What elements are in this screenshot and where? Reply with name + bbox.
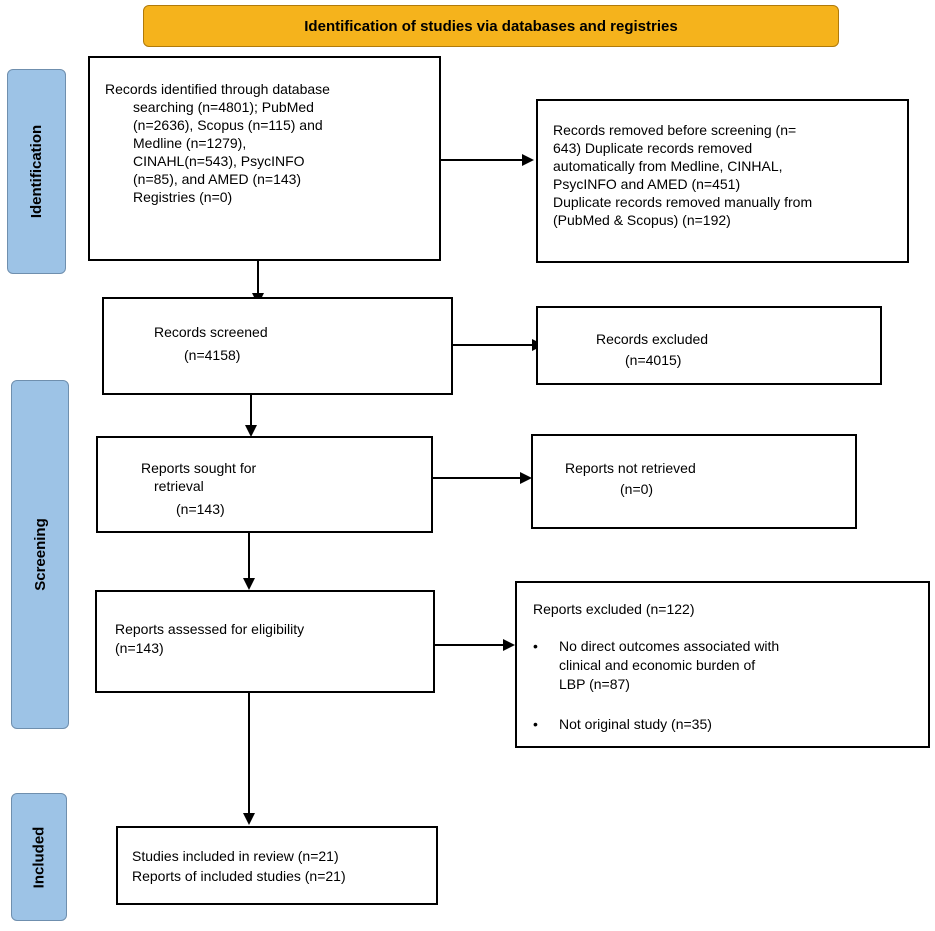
bullet-line: Not original study (n=35) bbox=[559, 716, 712, 732]
records-excluded-count: (n=4015) bbox=[625, 352, 682, 368]
reports-assessed-label: Reports assessed for eligibility bbox=[115, 621, 305, 637]
records-removed-line: automatically from Medline, CINHAL, bbox=[553, 158, 783, 174]
box-reports-excluded: Reports excluded (n=122) • No direct out… bbox=[515, 581, 930, 748]
studies-included-line: Studies included in review (n=21) bbox=[132, 848, 339, 864]
records-removed-line: 643) Duplicate records removed bbox=[553, 140, 753, 156]
records-screened-count: (n=4158) bbox=[184, 347, 241, 363]
records-identified-line: CINAHL(n=543), PsycINFO bbox=[133, 153, 305, 169]
reports-sought-label: Reports sought for bbox=[141, 460, 257, 476]
records-screened-label: Records screened bbox=[154, 324, 268, 340]
box-records-identified: Records identified through database sear… bbox=[88, 56, 441, 261]
phase-screening: Screening bbox=[11, 380, 69, 729]
box-reports-sought: Reports sought for retrieval (n=143) bbox=[96, 436, 433, 533]
reports-sought-label: retrieval bbox=[154, 478, 204, 494]
reports-sought-count: (n=143) bbox=[176, 501, 225, 517]
box-studies-included: Studies included in review (n=21) Report… bbox=[116, 826, 438, 905]
records-identified-line: Medline (n=1279), bbox=[133, 135, 247, 151]
bullet-line: No direct outcomes associated with bbox=[559, 638, 780, 654]
box-reports-assessed: Reports assessed for eligibility (n=143) bbox=[95, 590, 435, 693]
box-records-excluded: Records excluded (n=4015) bbox=[536, 306, 882, 385]
records-identified-line: (n=2636), Scopus (n=115) and bbox=[133, 117, 323, 133]
records-excluded-label: Records excluded bbox=[596, 331, 709, 347]
records-removed-line: Duplicate records removed manually from bbox=[553, 194, 813, 210]
bullet-dot: • bbox=[533, 716, 538, 732]
studies-included-line: Reports of included studies (n=21) bbox=[132, 868, 346, 884]
phase-included: Included bbox=[11, 793, 67, 921]
records-identified-line: Records identified through database bbox=[105, 81, 330, 97]
records-identified-line: (n=85), and AMED (n=143) bbox=[133, 171, 302, 187]
records-identified-line: searching (n=4801); PubMed bbox=[133, 99, 314, 115]
bullet-line: clinical and economic burden of bbox=[559, 657, 756, 673]
reports-not-retrieved-count: (n=0) bbox=[620, 481, 654, 497]
records-removed-line: (PubMed & Scopus) (n=192) bbox=[553, 212, 731, 228]
records-removed-line: Records removed before screening (n= bbox=[553, 122, 797, 138]
records-identified-line: Registries (n=0) bbox=[133, 189, 233, 205]
reports-not-retrieved-label: Reports not retrieved bbox=[565, 460, 696, 476]
box-records-removed: Records removed before screening (n= 643… bbox=[536, 99, 909, 263]
bullet-dot: • bbox=[533, 638, 538, 654]
records-removed-line: PsycINFO and AMED (n=451) bbox=[553, 176, 741, 192]
header-banner: Identification of studies via databases … bbox=[143, 5, 839, 47]
reports-excluded-title: Reports excluded (n=122) bbox=[533, 601, 695, 617]
phase-identification: Identification bbox=[7, 69, 66, 274]
bullet-line: LBP (n=87) bbox=[559, 676, 630, 692]
reports-assessed-count: (n=143) bbox=[115, 640, 164, 656]
header-title: Identification of studies via databases … bbox=[304, 17, 678, 35]
box-records-screened: Records screened (n=4158) bbox=[102, 297, 453, 395]
box-reports-not-retrieved: Reports not retrieved (n=0) bbox=[531, 434, 857, 529]
